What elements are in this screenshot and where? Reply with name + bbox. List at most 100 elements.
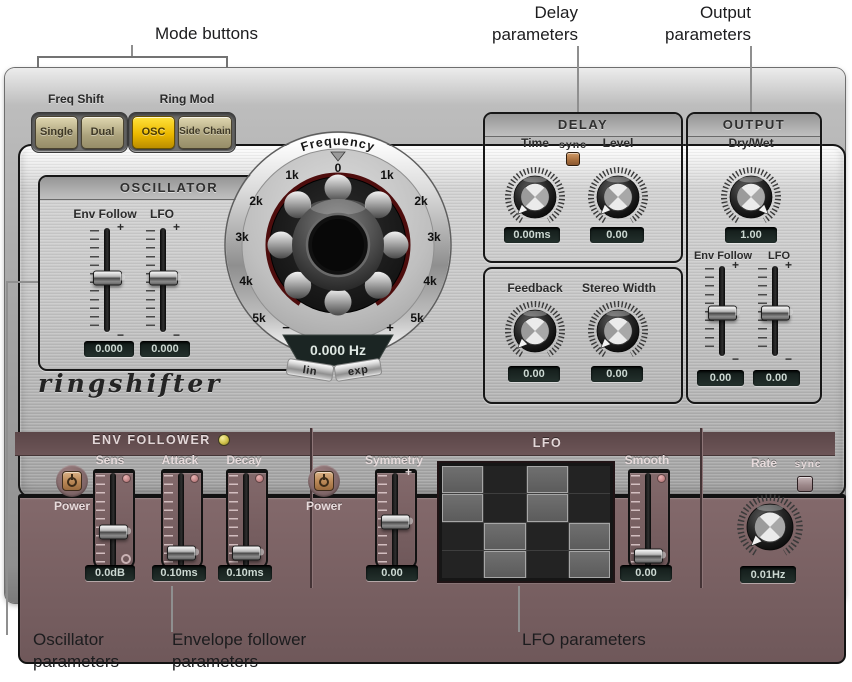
waveform-cell	[442, 522, 484, 550]
osc-env-follow-slider[interactable]: + −	[89, 220, 127, 342]
side-chain-mode-button[interactable]: Side Chain	[178, 116, 232, 149]
waveform-cell	[484, 550, 526, 578]
ring-mod-label: Ring Mod	[159, 92, 215, 106]
dry-wet-label: Dry/Wet	[728, 136, 774, 150]
decay-slider[interactable]	[226, 469, 268, 569]
delay-level-label: Level	[602, 136, 634, 150]
output-env-follow-slider[interactable]: + −	[704, 258, 742, 366]
feedback-knob[interactable]	[503, 299, 567, 363]
output-parameters-annotation: Output parameters	[665, 3, 751, 44]
delay-sync-label: sync	[559, 139, 587, 151]
sens-value[interactable]: 0.0dB	[85, 565, 135, 581]
single-mode-button[interactable]: Single	[35, 116, 78, 149]
slider-handle[interactable]	[167, 545, 199, 561]
osc-mode-button[interactable]: OSC	[132, 116, 175, 149]
slider-handle[interactable]	[232, 545, 264, 561]
lfo-power-label: Power	[305, 499, 342, 513]
smooth-value[interactable]: 0.00	[620, 565, 672, 581]
slider-handle[interactable]	[149, 270, 181, 286]
callout-line	[518, 586, 520, 632]
rate-knob[interactable]	[735, 492, 805, 562]
slider-ticks	[631, 475, 640, 565]
callout-line	[171, 586, 173, 632]
stereo-width-value[interactable]: 0.00	[591, 366, 643, 382]
lin-button[interactable]: lin	[285, 358, 335, 382]
slider-handle[interactable]	[761, 305, 793, 321]
output-lfo-slider[interactable]: + −	[757, 258, 795, 366]
lfo-parameters-annotation: LFO parameters	[522, 630, 646, 649]
dial-scale-label: 5k	[252, 311, 266, 325]
callout-bracket	[37, 56, 228, 58]
delay-sync-button[interactable]	[566, 152, 580, 166]
osc-lfo-label: LFO	[150, 207, 174, 221]
callout-line	[6, 281, 8, 635]
slider-ticks	[96, 475, 105, 565]
waveform-cell	[526, 550, 568, 578]
slider-handle[interactable]	[93, 270, 125, 286]
callout-line	[131, 45, 133, 57]
lfo-waveform-display[interactable]	[437, 461, 615, 583]
slider-track	[243, 473, 249, 567]
dry-wet-knob[interactable]	[719, 165, 783, 229]
attack-slider[interactable]	[161, 469, 203, 569]
callout-line	[750, 46, 752, 112]
lfo-power-button[interactable]	[308, 465, 340, 497]
output-env-follow-label: Env Follow	[693, 250, 753, 262]
rate-sync-button[interactable]	[797, 476, 813, 492]
symmetry-value[interactable]: 0.00	[366, 565, 418, 581]
delay-level-knob[interactable]	[586, 165, 650, 229]
symmetry-slider[interactable]: + −	[375, 465, 417, 577]
env-follower-header: ENV FOLLOWER	[76, 433, 246, 447]
feedback-value[interactable]: 0.00	[508, 366, 560, 382]
slider-track	[645, 473, 651, 567]
env-follower-power-button[interactable]	[56, 465, 88, 497]
env-follower-led	[217, 434, 230, 446]
stereo-width-label: Stereo Width	[582, 281, 656, 295]
symmetry-label: Symmetry	[364, 453, 424, 467]
attack-value[interactable]: 0.10ms	[152, 565, 206, 581]
sens-slider[interactable]	[93, 469, 135, 569]
stereo-width-knob[interactable]	[586, 299, 650, 363]
smooth-slider[interactable]	[628, 469, 670, 569]
slider-handle[interactable]	[634, 548, 666, 564]
slider-handle[interactable]	[99, 524, 131, 540]
env-follower-power-label: Power	[53, 499, 90, 513]
dual-mode-button[interactable]: Dual	[81, 116, 124, 149]
slider-max-dot	[190, 474, 199, 483]
output-env-follow-value[interactable]: 0.00	[697, 370, 744, 386]
delay-level-value[interactable]: 0.00	[590, 227, 644, 243]
callout-line	[577, 46, 579, 112]
dial-plus-label: +	[386, 320, 394, 335]
plus-label: +	[404, 465, 412, 479]
slider-handle[interactable]	[381, 514, 413, 530]
callout-bracket	[37, 56, 39, 67]
freq-shift-label: Freq Shift	[48, 92, 104, 106]
dial-minus-label: −	[282, 320, 290, 335]
osc-lfo-slider[interactable]: + −	[145, 220, 183, 342]
delay-time-knob[interactable]	[503, 165, 567, 229]
waveform-cell	[442, 494, 484, 522]
dry-wet-value[interactable]: 1.00	[725, 227, 777, 243]
output-lfo-value[interactable]: 0.00	[753, 370, 800, 386]
frequency-value[interactable]: 0.000 Hz	[310, 342, 366, 358]
callout-bracket	[226, 56, 228, 67]
minus-label: −	[172, 328, 180, 342]
waveform-cell	[568, 466, 610, 494]
waveform-cell	[568, 550, 610, 578]
delay-time-value[interactable]: 0.00ms	[504, 227, 560, 243]
osc-lfo-value[interactable]: 0.000	[140, 341, 190, 357]
mode-buttons-annotation: Mode buttons	[154, 24, 258, 43]
osc-env-follow-value[interactable]: 0.000	[84, 341, 134, 357]
lfo-waveform-grid	[442, 466, 610, 578]
slider-max-dot	[122, 474, 131, 483]
decay-value[interactable]: 0.10ms	[218, 565, 272, 581]
slider-handle[interactable]	[708, 305, 740, 321]
exp-button[interactable]: exp	[333, 358, 383, 382]
dial-gear-knob[interactable]	[267, 174, 409, 316]
dial-scale-label: 3k	[235, 230, 249, 244]
frequency-dial[interactable]: Frequency 0 1k 1k 2k 2k 3k 3k 4k 4k 5k 5…	[223, 125, 453, 395]
rate-value[interactable]: 0.01Hz	[740, 566, 796, 583]
feedback-panel	[483, 267, 683, 404]
dial-scale-label: 4k	[423, 274, 437, 288]
